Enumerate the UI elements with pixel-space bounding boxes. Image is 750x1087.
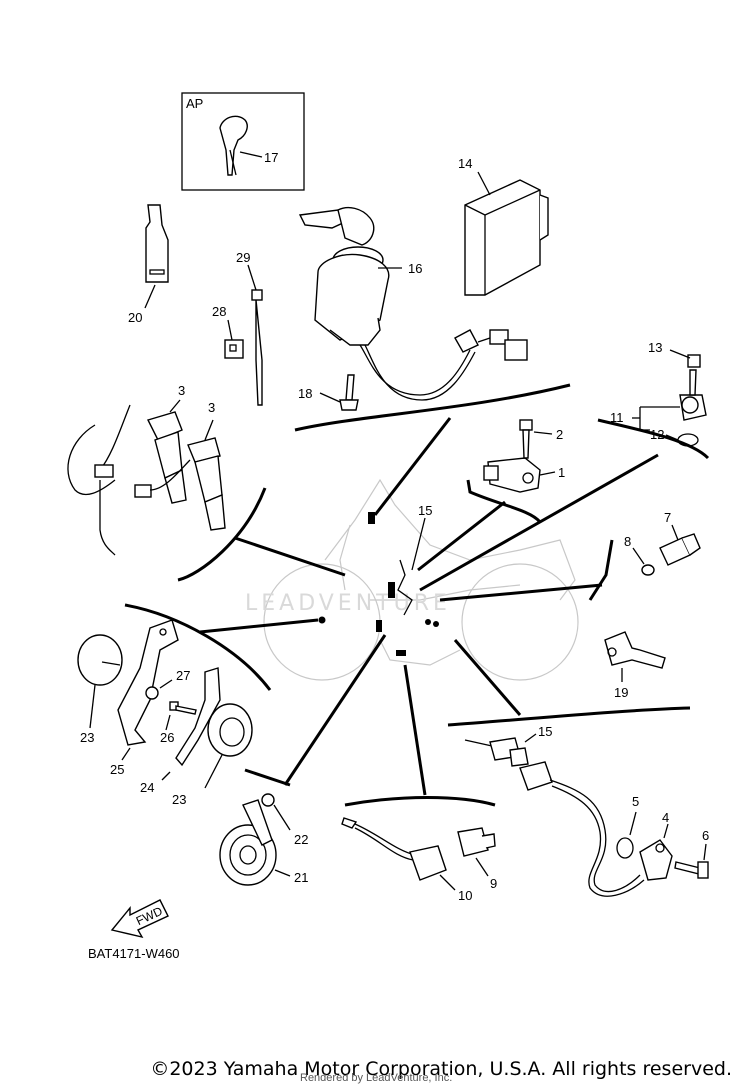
callout-25: 25 [110, 762, 124, 777]
callout-3b: 3 [208, 400, 215, 415]
bolt-2: 2 [519, 419, 563, 459]
callout-22: 22 [294, 832, 308, 847]
ap-box: AP 17 [181, 92, 305, 191]
main-switch-16: 16 [298, 206, 528, 401]
callout-9: 9 [490, 876, 497, 891]
plate-20: 20 [128, 204, 169, 325]
nut-27: 27 [145, 668, 190, 700]
ignition-coil-3a: 3 [67, 383, 187, 556]
callout-12: 12 [650, 427, 664, 442]
motorcycle-silhouette: LEADVENTURE [245, 478, 579, 681]
callout-23b: 23 [172, 792, 186, 807]
horn-cover-23a: 23 [77, 634, 123, 745]
callout-23a: 23 [80, 730, 94, 745]
group-leaders [124, 383, 710, 807]
wire-harness [318, 512, 439, 656]
copyright-text: ©2023 Yamaha Motor Corporation, U.S.A. A… [150, 1058, 732, 1080]
callout-20: 20 [128, 310, 142, 325]
oring-5: 5 [616, 794, 639, 859]
callout-8: 8 [624, 534, 631, 549]
callout-1: 1 [558, 465, 565, 480]
watermark-text: LEADVENTURE [245, 591, 451, 616]
callout-29: 29 [236, 250, 250, 265]
fwd-arrow-icon: FWD [110, 899, 169, 939]
drawing-code: BAT4171-W460 [88, 946, 180, 961]
callout-15a: 15 [418, 503, 432, 518]
bolt-18: 18 [298, 374, 359, 411]
callout-17: 17 [264, 150, 278, 165]
callout-24: 24 [140, 780, 154, 795]
callout-10: 10 [458, 888, 472, 903]
callout-6: 6 [702, 828, 709, 843]
bolt-6: 6 [674, 828, 709, 879]
sensor-10: 10 [341, 817, 472, 903]
callout-28: 28 [212, 304, 226, 319]
washer-8: 8 [624, 534, 655, 576]
horn-23b: 23 [172, 703, 253, 807]
callout-3a: 3 [178, 383, 185, 398]
callout-16: 16 [408, 261, 422, 276]
rendered-by-text: Rendered by LeadVenture, Inc. [300, 1072, 453, 1084]
sensor-1: 1 [483, 457, 565, 493]
callout-4: 4 [662, 810, 669, 825]
bracket-19: 19 [604, 631, 666, 700]
callout-5: 5 [632, 794, 639, 809]
callout-21: 21 [294, 870, 308, 885]
key-icon [219, 115, 248, 176]
bracket-25: 25 [110, 619, 179, 777]
cable-tie-29: 29 [236, 250, 263, 406]
callout-19: 19 [614, 685, 628, 700]
ap-box-label: AP [186, 96, 203, 111]
callout-11: 11 [610, 410, 624, 425]
horn-21: 21 [219, 799, 308, 886]
callout-13: 13 [648, 340, 662, 355]
callout-2: 2 [556, 427, 563, 442]
nut-22: 22 [261, 793, 308, 847]
switch-9: 9 [457, 827, 497, 891]
ignition-coil-3b: 3 [134, 400, 226, 531]
clip-28: 28 [212, 304, 244, 359]
callout-27: 27 [176, 668, 190, 683]
bolt-26: 26 [160, 701, 197, 745]
harness-15: 15 [464, 724, 645, 897]
bracket-24: 24 [140, 667, 221, 795]
callout-18: 18 [298, 386, 312, 401]
callout-7: 7 [664, 510, 671, 525]
callout-26: 26 [160, 730, 174, 745]
callout-14: 14 [458, 156, 472, 171]
sensor-11: 13 11 12 [610, 340, 707, 447]
sensor-4: 4 [639, 810, 673, 881]
callout-15b: 15 [538, 724, 552, 739]
ecu-14: 14 [458, 156, 549, 296]
sensor-7: 7 [659, 510, 701, 566]
